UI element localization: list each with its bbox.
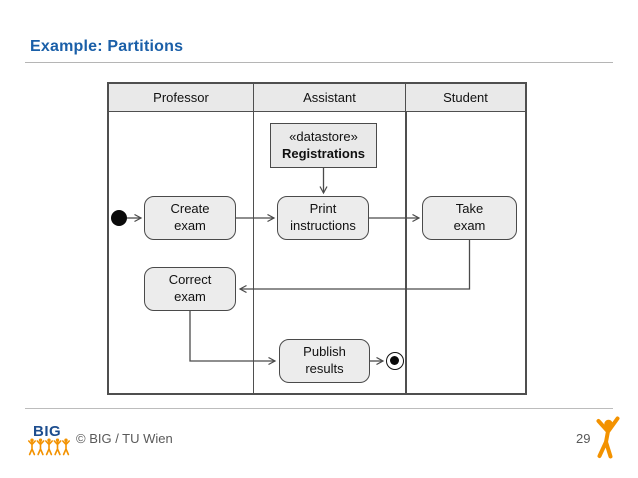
activity-diagram: Professor Assistant Student «datastore» <box>107 82 527 395</box>
action-label: Print <box>309 201 337 217</box>
lane-divider <box>252 112 254 393</box>
action-publish-results: Publish results <box>279 339 370 383</box>
copyright-text: © BIG / TU Wien <box>76 431 173 446</box>
jumping-figure-icon <box>596 416 620 459</box>
datastore-registrations: «datastore» Registrations <box>270 123 377 168</box>
lane-header-assistant: Assistant <box>254 84 406 112</box>
final-node <box>386 352 404 370</box>
action-label: Take <box>455 201 484 217</box>
big-logo-text: BIG <box>33 423 62 440</box>
action-take-exam: Take exam <box>422 196 517 240</box>
lane-header-student: Student <box>406 84 525 112</box>
action-label: Create <box>170 201 210 217</box>
action-create-exam: Create exam <box>144 196 236 240</box>
action-label: exam <box>453 218 486 233</box>
datastore-stereotype: «datastore» <box>289 128 358 144</box>
big-logo: BIG <box>27 423 71 465</box>
page-number: 29 <box>576 431 591 446</box>
action-label: instructions <box>290 218 356 233</box>
action-label: exam <box>174 218 206 233</box>
action-label: Publish <box>303 344 346 360</box>
footer-divider <box>25 408 613 409</box>
action-label: Correct <box>168 272 212 288</box>
datastore-name: Registrations <box>281 145 366 161</box>
initial-node <box>111 210 127 226</box>
final-node-dot <box>390 356 399 365</box>
action-label: results <box>305 361 344 376</box>
lane-header-professor: Professor <box>109 84 254 112</box>
swimlane-header-row: Professor Assistant Student <box>109 84 525 112</box>
action-correct-exam: Correct exam <box>144 267 236 311</box>
slide-title: Example: Partitions <box>30 38 184 55</box>
lane-divider <box>405 112 407 393</box>
action-print-instructions: Print instructions <box>277 196 369 240</box>
title-divider <box>25 62 613 63</box>
action-label: exam <box>174 289 206 304</box>
big-logo-figures-icon <box>28 438 70 456</box>
